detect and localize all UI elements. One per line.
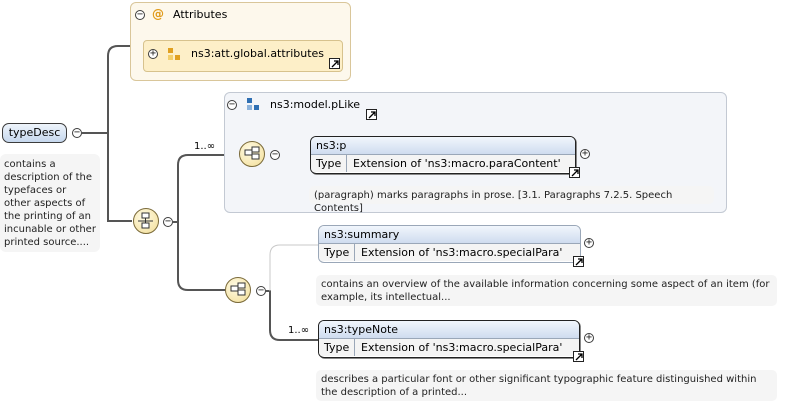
- element-summary[interactable]: ns3:summary Type Extension of 'ns3:macro…: [318, 225, 581, 263]
- element-documentation: (paragraph) marks paragraphs in prose. […: [309, 186, 714, 214]
- element-name: ns3:summary: [319, 226, 580, 243]
- attributes-label: Attributes: [173, 8, 228, 21]
- link-arrow-icon[interactable]: [569, 167, 580, 178]
- model-group-name: ns3:model.pLike: [270, 98, 361, 111]
- root-element-typeDesc[interactable]: typeDesc: [2, 123, 67, 143]
- sequence-collapse-icon[interactable]: −: [163, 216, 173, 227]
- attribute-group-expand-icon[interactable]: +: [148, 48, 158, 59]
- link-arrow-icon[interactable]: [573, 256, 584, 267]
- sequence-compositor[interactable]: [133, 208, 159, 234]
- at-icon: @: [152, 7, 164, 21]
- element-name: ns3:typeNote: [319, 321, 579, 338]
- attribute-group-icon: [168, 48, 180, 60]
- cardinality-label: 1..∞: [288, 325, 310, 336]
- root-element-label: typeDesc: [8, 126, 61, 139]
- element-expand-icon[interactable]: +: [584, 332, 594, 343]
- type-key: Type: [319, 244, 355, 261]
- type-value: Extension of 'ns3:macro.paraContent': [353, 157, 561, 170]
- sequence-compositor-icon: [138, 212, 153, 229]
- element-type-row: Type Extension of 'ns3:macro.paraContent…: [311, 154, 575, 172]
- link-arrow-icon[interactable]: [573, 351, 584, 362]
- choice-compositor-icon: [244, 146, 260, 160]
- cardinality-label: 1..∞: [194, 141, 216, 152]
- element-typeNote[interactable]: ns3:typeNote Type Extension of 'ns3:macr…: [318, 320, 580, 358]
- attribute-group-name: ns3:att.global.attributes: [191, 47, 325, 60]
- type-key: Type: [319, 339, 355, 356]
- choice-compositor[interactable]: [239, 141, 265, 167]
- element-expand-icon[interactable]: +: [584, 237, 594, 248]
- type-value: Extension of 'ns3:macro.specialPara': [361, 246, 563, 259]
- element-type-row: Type Extension of 'ns3:macro.specialPara…: [319, 338, 579, 356]
- element-documentation: contains an overview of the available in…: [316, 275, 777, 306]
- inner-sequence-collapse-icon[interactable]: −: [256, 285, 266, 296]
- element-expand-icon[interactable]: +: [580, 148, 590, 159]
- root-documentation: contains a description of the typefaces …: [0, 154, 100, 252]
- link-arrow-icon[interactable]: [329, 58, 340, 69]
- link-arrow-icon[interactable]: [366, 109, 377, 120]
- root-collapse-icon[interactable]: −: [72, 127, 82, 138]
- element-p[interactable]: ns3:p Type Extension of 'ns3:macro.paraC…: [310, 136, 576, 174]
- element-documentation: describes a particular font or other sig…: [316, 370, 777, 401]
- element-type-row: Type Extension of 'ns3:macro.specialPara…: [319, 243, 580, 261]
- type-value: Extension of 'ns3:macro.specialPara': [361, 341, 563, 354]
- choice-collapse-icon[interactable]: −: [270, 149, 280, 160]
- element-name: ns3:p: [311, 137, 575, 154]
- choice-compositor-icon: [230, 282, 246, 296]
- model-group-collapse-icon[interactable]: −: [227, 99, 237, 110]
- attributes-collapse-icon[interactable]: −: [135, 9, 145, 20]
- model-group-icon: [247, 98, 259, 110]
- type-key: Type: [311, 155, 347, 172]
